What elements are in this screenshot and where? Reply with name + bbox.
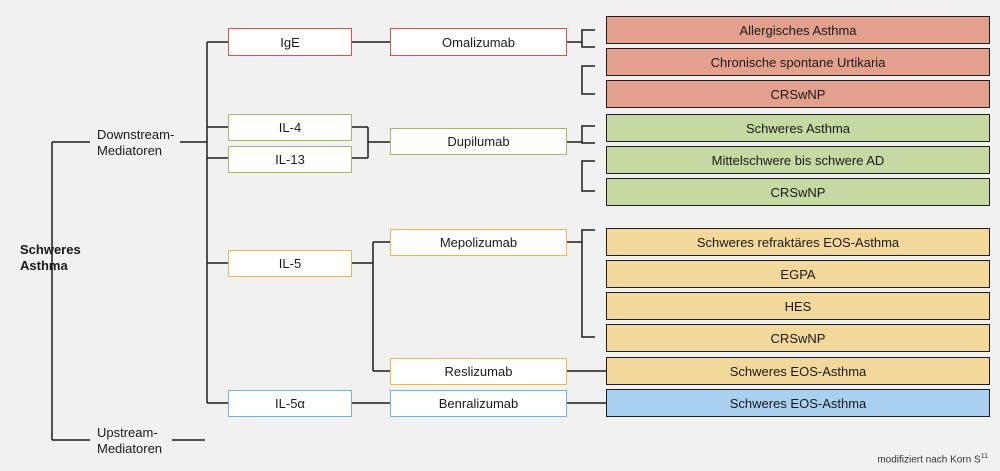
root-label-line1: Schweres xyxy=(20,242,81,257)
indication-benralizumab-1: Schweres EOS-Asthma xyxy=(606,389,990,417)
target-il13: IL-13 xyxy=(228,146,352,173)
root-label: Schweres Asthma xyxy=(20,242,81,274)
root-label-line2: Asthma xyxy=(20,258,68,273)
indication-reslizumab-1: Schweres EOS-Asthma xyxy=(606,357,990,385)
drug-reslizumab: Reslizumab xyxy=(390,358,567,385)
target-il4: IL-4 xyxy=(228,114,352,141)
indication-omalizumab-3: CRSwNP xyxy=(606,80,990,108)
downstream-label-line1: Downstream- xyxy=(97,127,175,142)
target-il5a: IL-5α xyxy=(228,390,352,417)
target-ige: IgE xyxy=(228,28,352,56)
indication-mepolizumab-4: CRSwNP xyxy=(606,324,990,352)
indication-omalizumab-2: Chronische spontane Urtikaria xyxy=(606,48,990,76)
indication-mepolizumab-3: HES xyxy=(606,292,990,320)
indication-mepolizumab-1: Schweres refraktäres EOS-Asthma xyxy=(606,228,990,256)
indication-omalizumab-1: Allergisches Asthma xyxy=(606,16,990,44)
indication-dupilumab-2: Mittelschwere bis schwere AD xyxy=(606,146,990,174)
indication-dupilumab-3: CRSwNP xyxy=(606,178,990,206)
source-note: modifiziert nach Korn S11 xyxy=(877,453,988,465)
source-superscript: 11 xyxy=(980,452,988,460)
downstream-label: Downstream- Mediatoren xyxy=(97,127,174,159)
drug-benralizumab: Benralizumab xyxy=(390,390,567,417)
upstream-label-line2: Mediatoren xyxy=(97,441,163,456)
drug-dupilumab: Dupilumab xyxy=(390,128,567,155)
source-text: modifiziert nach Korn S xyxy=(877,454,981,465)
drug-mepolizumab: Mepolizumab xyxy=(390,229,567,256)
drug-omalizumab: Omalizumab xyxy=(390,28,567,56)
downstream-label-line2: Mediatoren xyxy=(97,143,163,158)
upstream-label-line1: Upstream- xyxy=(97,425,158,440)
target-il5: IL-5 xyxy=(228,250,352,277)
indication-dupilumab-1: Schweres Asthma xyxy=(606,114,990,142)
upstream-label: Upstream- Mediatoren xyxy=(97,425,162,457)
indication-mepolizumab-2: EGPA xyxy=(606,260,990,288)
